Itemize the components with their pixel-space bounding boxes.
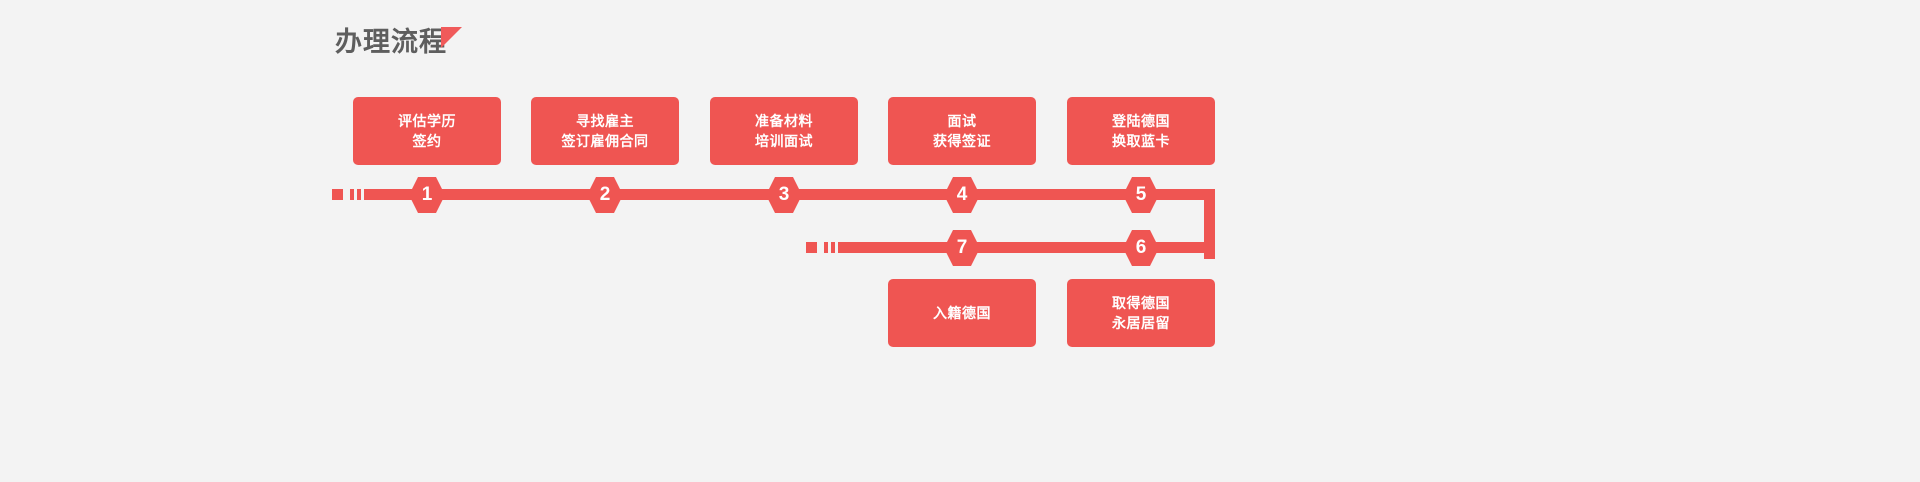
step-card-2[interactable]: 寻找雇主 签订雇佣合同 [531, 97, 679, 165]
step-card-4-line2: 获得签证 [933, 133, 991, 149]
timeline-connector-vertical [1204, 189, 1215, 259]
step-card-3[interactable]: 准备材料 培训面试 [710, 97, 858, 165]
step-badge-7[interactable]: 7 [943, 229, 981, 267]
step-card-4-line1: 面试 [947, 112, 977, 129]
step-badge-3[interactable]: 3 [765, 176, 803, 214]
timeline-start-marker-row1 [332, 189, 364, 200]
hexagon-icon [1123, 177, 1159, 213]
step-badge-2[interactable]: 2 [586, 176, 624, 214]
step-card-5[interactable]: 登陆德国 换取蓝卡 [1067, 97, 1215, 165]
timeline-connector-return [1141, 242, 1215, 253]
step-card-7-line1: 入籍德国 [933, 304, 991, 321]
hexagon-icon [944, 177, 980, 213]
step-card-2-line1: 寻找雇主 [576, 112, 634, 129]
timeline-track-row2 [838, 242, 1178, 253]
step-card-2-line2: 签订雇佣合同 [561, 133, 649, 149]
step-card-6-line1: 取得德国 [1112, 294, 1170, 311]
step-card-7[interactable]: 入籍德国 [888, 279, 1036, 347]
step-badge-7-number: 7 [956, 237, 968, 258]
corner-triangle-icon [441, 27, 462, 48]
step-badge-5-number: 5 [1135, 184, 1147, 205]
step-badge-1-number: 1 [421, 184, 433, 205]
hexagon-icon [409, 177, 445, 213]
step-card-6[interactable]: 取得德国 永居居留 [1067, 279, 1215, 347]
page-title-text: 办理流程 [335, 27, 447, 57]
step-badge-6-number: 6 [1135, 237, 1147, 258]
start-marker-tick-2-row2 [831, 242, 835, 253]
step-card-5-line2: 换取蓝卡 [1112, 133, 1170, 149]
start-marker-tick-2 [357, 189, 361, 200]
step-card-3-line1: 准备材料 [755, 112, 813, 129]
hexagon-icon [944, 230, 980, 266]
step-card-1[interactable]: 评估学历 签约 [353, 97, 501, 165]
step-badge-3-number: 3 [778, 184, 790, 205]
hexagon-icon [587, 177, 623, 213]
start-marker-dash [332, 189, 343, 200]
hexagon-icon [766, 177, 802, 213]
start-marker-dash-row2 [806, 242, 817, 253]
start-marker-tick-1 [350, 189, 354, 200]
step-card-5-line1: 登陆德国 [1112, 112, 1170, 129]
page-title: 办理流程 [335, 27, 462, 58]
step-badge-6[interactable]: 6 [1122, 229, 1160, 267]
step-card-1-line1: 评估学历 [398, 112, 456, 129]
step-badge-1[interactable]: 1 [408, 176, 446, 214]
step-badge-2-number: 2 [599, 184, 611, 205]
step-card-6-line2: 永居居留 [1112, 315, 1170, 331]
timeline-start-marker-row2 [806, 242, 838, 253]
step-card-3-line2: 培训面试 [755, 133, 813, 149]
start-marker-tick-1-row2 [824, 242, 828, 253]
step-badge-4[interactable]: 4 [943, 176, 981, 214]
step-card-1-line2: 签约 [412, 133, 442, 149]
hexagon-icon [1123, 230, 1159, 266]
step-badge-5[interactable]: 5 [1122, 176, 1160, 214]
step-card-4[interactable]: 面试 获得签证 [888, 97, 1036, 165]
step-badge-4-number: 4 [956, 184, 968, 205]
